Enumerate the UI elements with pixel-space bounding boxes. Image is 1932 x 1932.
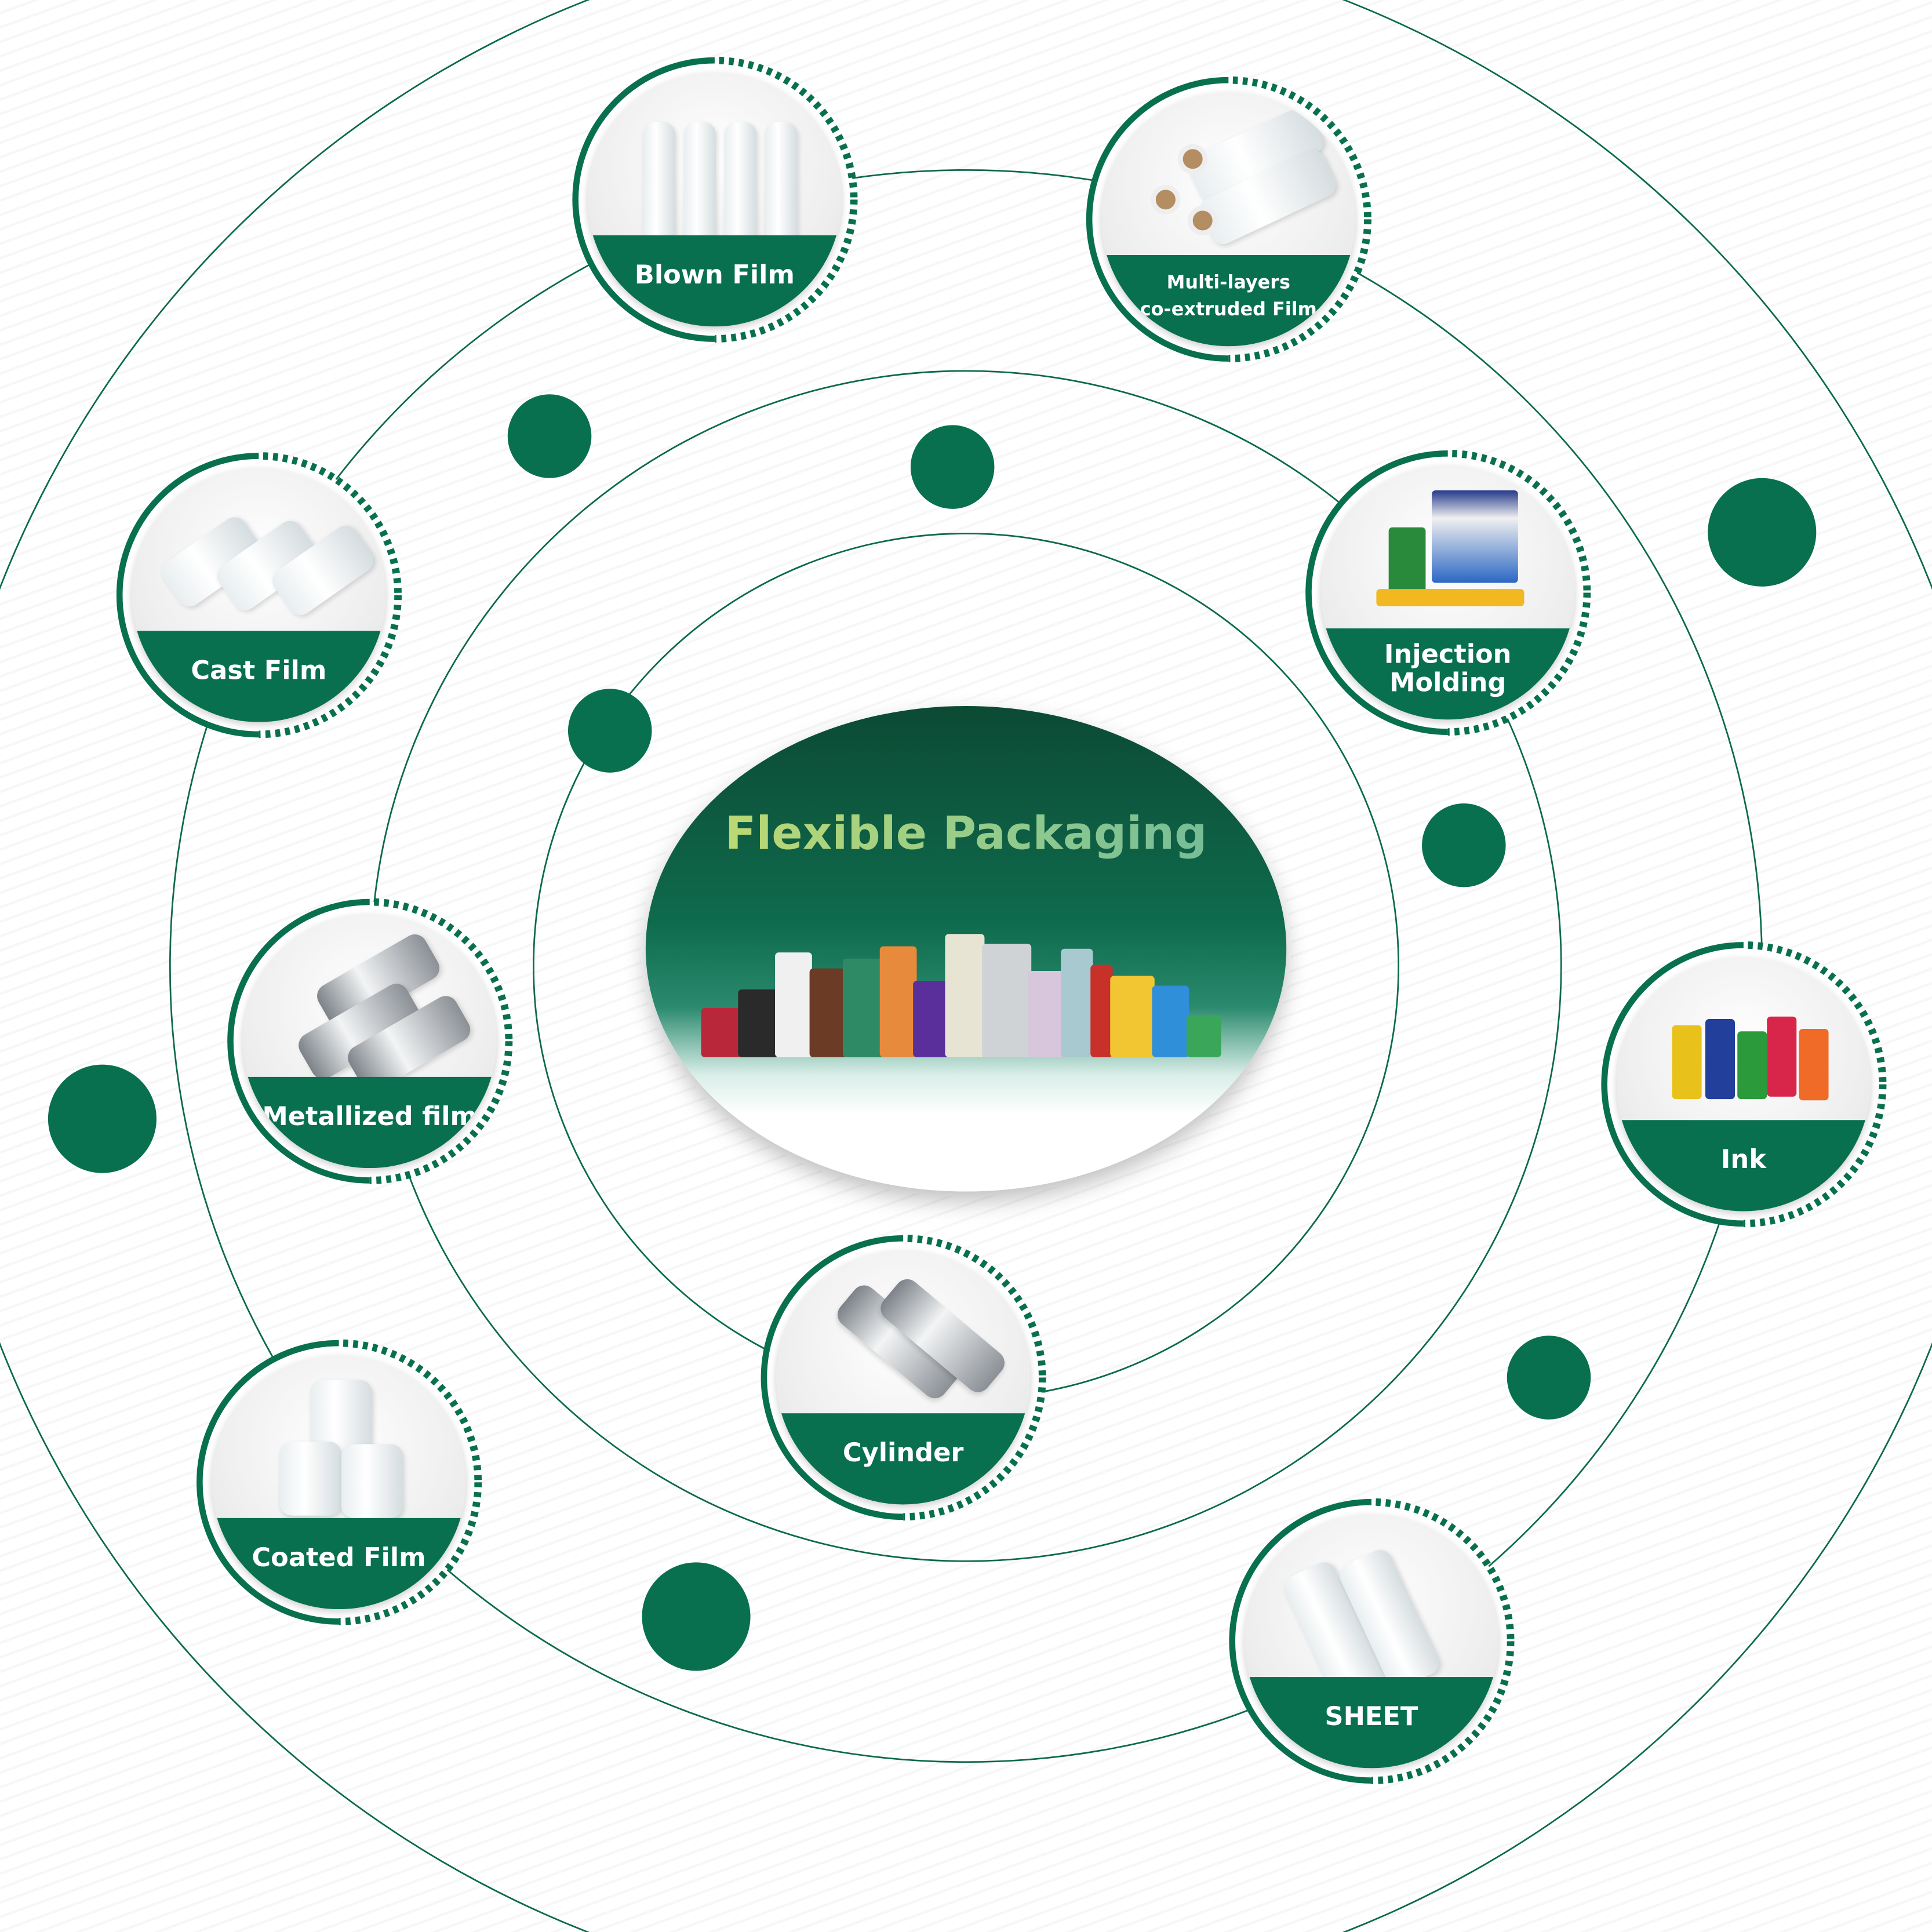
badge-label: Blown Film <box>587 235 842 327</box>
decorative-dot <box>1422 803 1506 887</box>
center-flexible-packaging[interactable]: Flexible Packaging <box>645 706 1287 1192</box>
decorative-dot <box>910 425 995 509</box>
badge-coated-film[interactable]: Coated Film <box>191 1334 486 1630</box>
badge-sheet[interactable]: SHEET <box>1224 1493 1519 1789</box>
blown-film-image: Blown Film <box>587 72 842 327</box>
badge-label: SHEET <box>1244 1676 1498 1769</box>
badge-ink[interactable]: Ink <box>1596 937 1891 1232</box>
decorative-dot <box>1507 1336 1591 1420</box>
packaging-products-image <box>701 915 1231 1057</box>
cylinder-image: Cylinder <box>776 1250 1031 1505</box>
badge-metallized-film[interactable]: Metallized film <box>222 893 518 1189</box>
decorative-dot <box>567 689 652 773</box>
decorative-dot <box>1708 478 1817 587</box>
badge-label: Ink <box>1616 1119 1871 1211</box>
sheet-rolls-image: SHEET <box>1244 1514 1498 1769</box>
decorative-dot <box>48 1064 157 1173</box>
badge-label: Metallized film <box>242 1076 497 1169</box>
badge-label: Coated Film <box>212 1518 466 1610</box>
badge-cylinder[interactable]: Cylinder <box>755 1229 1051 1525</box>
center-title: Flexible Packaging <box>646 807 1286 860</box>
ink-bottles-image: Ink <box>1616 957 1871 1211</box>
decorative-dot <box>507 394 592 478</box>
badge-label: Cylinder <box>776 1413 1031 1505</box>
badge-blown-film[interactable]: Blown Film <box>567 52 863 347</box>
metallized-film-image: Metallized film <box>242 914 497 1169</box>
cast-film-image: Cast Film <box>132 468 386 722</box>
badge-label: Cast Film <box>132 631 386 722</box>
badge-cast-film[interactable]: Cast Film <box>111 447 406 743</box>
decorative-dot <box>642 1562 751 1671</box>
coated-film-image: Coated Film <box>212 1355 466 1610</box>
